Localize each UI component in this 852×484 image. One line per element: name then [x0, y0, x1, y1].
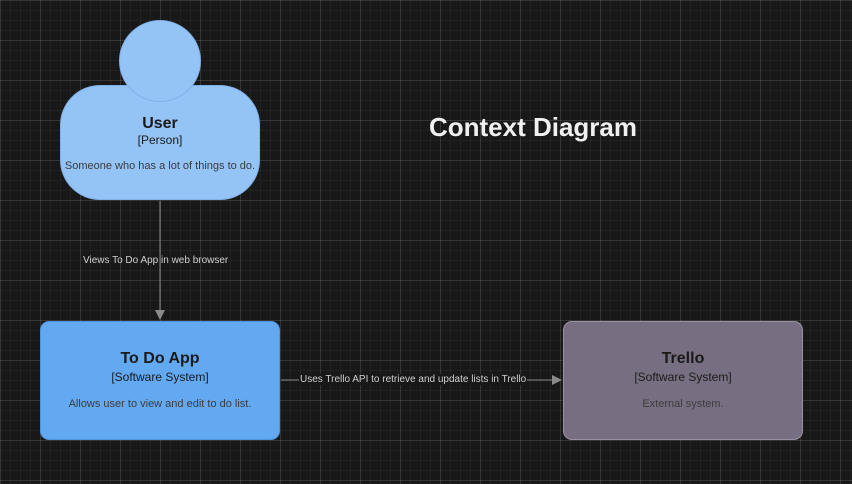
user-description: Someone who has a lot of things to do.	[64, 160, 256, 172]
todo-app-type: [Software System]	[111, 370, 209, 384]
todo-app-box[interactable]	[40, 321, 280, 440]
trello-type: [Software System]	[634, 370, 732, 384]
user-person-head[interactable]	[119, 20, 201, 102]
trello-name: Trello	[661, 350, 705, 367]
todo-app-name: To Do App	[120, 350, 200, 367]
app-to-trello-label: Uses Trello API to retrieve and update l…	[299, 374, 528, 385]
user-type: [Person]	[137, 133, 183, 147]
trello-description: External system.	[642, 398, 724, 410]
diagram-title: Context Diagram	[428, 112, 638, 142]
trello-box[interactable]	[563, 321, 803, 440]
user-to-app-label: Views To Do App in web browser	[83, 255, 229, 266]
user-name: User	[142, 115, 178, 132]
app-to-trello-label-text: Uses Trello API to retrieve and update l…	[299, 374, 528, 385]
todo-app-description: Allows user to view and edit to do list.	[68, 398, 252, 410]
